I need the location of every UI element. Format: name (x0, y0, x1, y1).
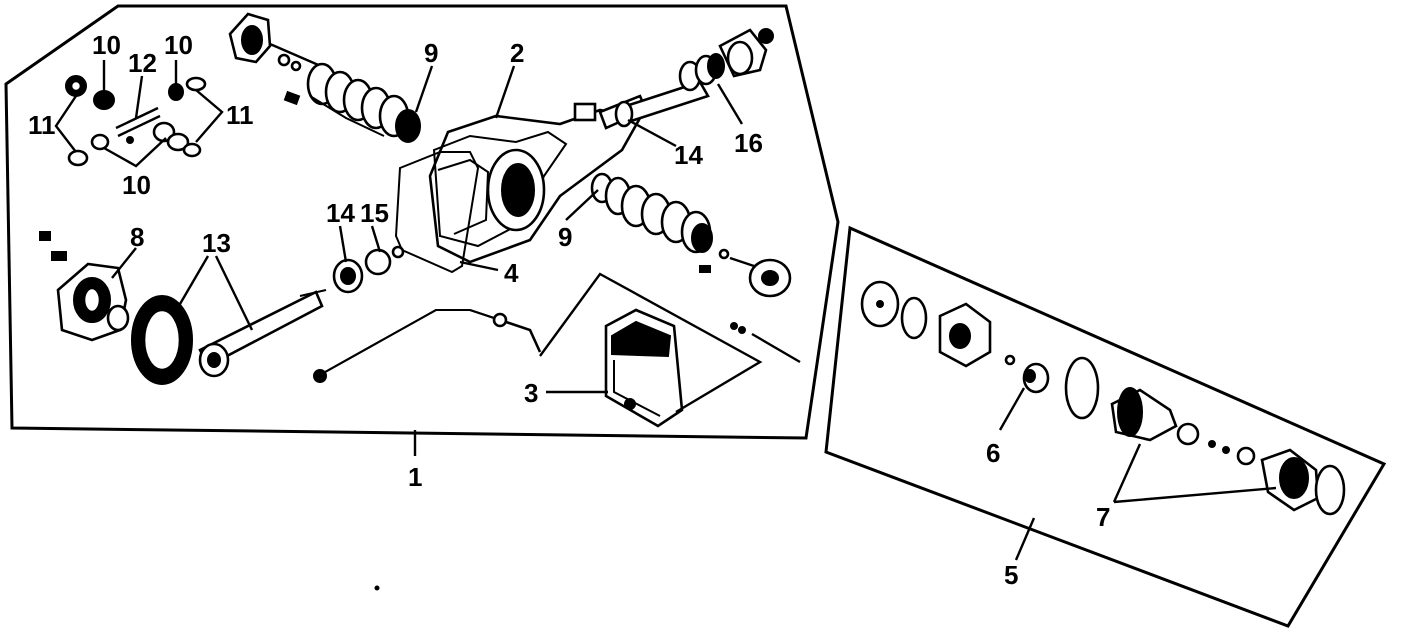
pinion-gears-and-shaft-kit (65, 75, 207, 167)
lower-axle-bearings (590, 172, 792, 298)
callout-9-lower: 9 (558, 222, 572, 252)
callout-2: 2 (510, 38, 524, 68)
rear-cover (604, 308, 684, 428)
differential-case (39, 231, 130, 342)
assembly-1-border (4, 4, 840, 440)
axle-shaft-parts (860, 280, 1346, 516)
callout-3: 3 (524, 378, 538, 408)
assembly-5-border (824, 225, 1387, 628)
stray-dot (374, 585, 380, 591)
callout-13: 13 (202, 228, 231, 258)
callout-1: 1 (408, 462, 422, 492)
ring-and-pinion-gear (131, 289, 327, 385)
rear-axle-assembly-frame (4, 4, 840, 456)
axle-shaft-assembly-frame (824, 225, 1387, 628)
callout-10-right: 10 (164, 30, 193, 60)
cover-gasket (394, 151, 480, 274)
callout-8: 8 (130, 222, 144, 252)
pinion-shaft-upper (614, 28, 774, 128)
callout-10-left: 10 (92, 30, 121, 60)
upper-axle-tube-and-bearings (228, 12, 421, 143)
leader-lines (54, 60, 1277, 504)
callout-11-left: 11 (28, 110, 56, 140)
callout-4: 4 (504, 258, 519, 288)
callout-6: 6 (986, 438, 1000, 468)
callout-9-upper: 9 (424, 38, 438, 68)
callout-16: 16 (734, 128, 763, 158)
callout-5: 5 (1004, 560, 1018, 590)
leader-5 (1014, 517, 1036, 561)
callout-10-lower: 10 (122, 170, 151, 200)
callout-11-right: 11 (226, 100, 254, 130)
pinion-bearing-and-seal (332, 245, 405, 294)
differential-housing (428, 94, 648, 264)
callout-12: 12 (128, 48, 157, 78)
callout-14-lower: 14 (326, 198, 355, 228)
cover-bolt (730, 322, 801, 364)
callout-15: 15 (360, 198, 389, 228)
vent-hose (313, 309, 542, 383)
callout-labels: 1 2 3 4 5 6 7 8 9 9 10 10 10 11 11 12 13… (28, 30, 1110, 590)
callout-7: 7 (1096, 502, 1110, 532)
callout-14-upper: 14 (674, 140, 703, 170)
